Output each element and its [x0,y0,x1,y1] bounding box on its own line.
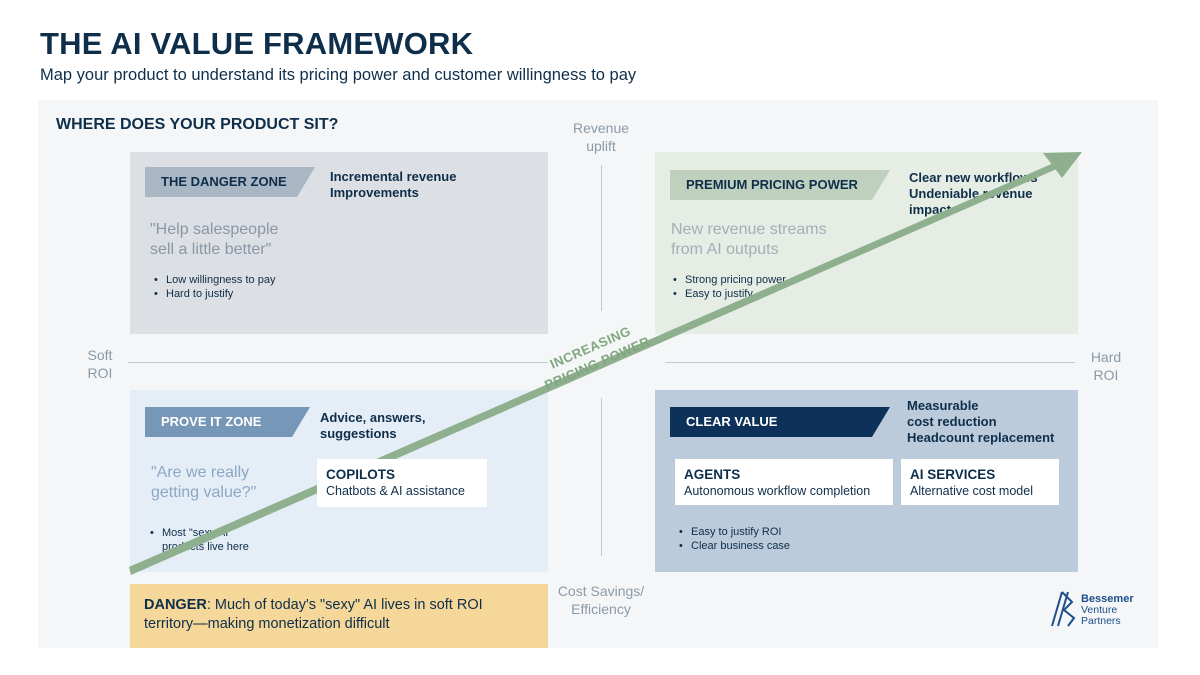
horizontal-axis-left [128,362,548,363]
card-title: COPILOTS [326,467,396,482]
description-line: suggestions [320,426,397,441]
page-subtitle: Map your product to understand its prici… [40,66,637,84]
card-title: AI SERVICES [910,467,996,482]
description-line: Improvements [330,185,419,200]
premium-pricing-description: Clear new workflows Undeniable revenue i… [909,170,1038,218]
quote-line: sell a little better" [150,241,272,258]
bessemer-logo-text: Bessemer Venture Partners [1081,594,1134,627]
description-line: Measurable [907,398,979,413]
danger-zone-bullets: Low willingness to pay Hard to justify [154,273,275,301]
axis-label-line: Hard [1090,349,1122,365]
vertical-axis-bottom [601,398,602,556]
axis-label-line: Revenue [572,120,630,136]
axis-label-line: Efficiency [571,601,631,617]
vertical-axis-top [601,165,602,311]
axis-label-soft-roi: Soft ROI [80,346,120,382]
danger-zone-quote: "Help salespeople sell a little better" [150,220,278,260]
card-copilots: COPILOTS Chatbots & AI assistance [317,459,487,507]
card-subtitle: Alternative cost model [910,484,1033,498]
description-line: Headcount replacement [907,430,1055,445]
premium-pricing-quote: New revenue streams from AI outputs [671,220,827,260]
prove-it-description: Advice, answers, suggestions [320,410,426,442]
tag-premium-pricing-power: PREMIUM PRICING POWER [670,170,890,200]
bullet-item: Clear business case [679,539,790,553]
arrow-head [1043,152,1082,178]
panel-heading: WHERE DOES YOUR PRODUCT SIT? [56,116,339,133]
bullet-item: Easy to justify [673,287,786,301]
prove-it-quote: "Are we really getting value?" [151,463,256,503]
danger-note: DANGER: Much of today's "sexy" AI lives … [130,584,548,648]
bullet-item: Low willingness to pay [154,273,275,287]
logo-line: Bessemer [1081,593,1134,605]
page-title: THE AI VALUE FRAMEWORK [40,26,474,61]
tag-prove-it-zone: PROVE IT ZONE [145,407,310,437]
logo-line: Partners [1081,615,1121,627]
bessemer-logo-icon [1051,591,1076,627]
axis-label-cost-savings: Cost Savings/ Efficiency [541,582,661,618]
tag-danger-zone: THE DANGER ZONE [145,167,315,197]
card-subtitle: Chatbots & AI assistance [326,484,465,498]
quote-line: "Help salespeople [150,221,279,238]
description-line: Advice, answers, [320,410,426,425]
card-ai-services: AI SERVICES Alternative cost model [901,459,1059,505]
horizontal-axis-right [665,362,1075,363]
clear-value-description: Measurable cost reduction Headcount repl… [907,398,1054,446]
bullet-item: Easy to justify ROI [679,525,790,539]
card-agents: AGENTS Autonomous workflow completion [675,459,893,505]
bullet-item: Hard to justify [154,287,275,301]
axis-label-hard-roi: Hard ROI [1084,348,1128,384]
quote-line: New revenue streams [671,221,827,238]
axis-label-line: ROI [87,365,113,381]
card-subtitle: Autonomous workflow completion [684,484,871,498]
description-line: cost reduction [907,414,997,429]
danger-note-text: : Much of today's "sexy" AI lives in sof… [144,597,483,632]
description-line: Clear new workflows [909,170,1038,185]
description-line: Incremental revenue [330,169,457,184]
danger-note-lead: DANGER [144,597,207,613]
danger-zone-description: Incremental revenue Improvements [330,169,456,201]
quote-line: getting value?" [151,484,257,501]
quote-line: from AI outputs [671,241,779,258]
tag-clear-value: CLEAR VALUE [670,407,890,437]
clear-value-bullets: Easy to justify ROI Clear business case [679,525,790,553]
bullet-item: Strong pricing power [673,273,786,287]
axis-label-line: ROI [1093,367,1119,383]
logo-line: Venture [1081,604,1118,616]
quote-line: "Are we really [151,464,250,481]
card-title: AGENTS [684,467,741,482]
axis-label-revenue-uplift: Revenue uplift [551,119,651,155]
premium-pricing-bullets: Strong pricing power Easy to justify [673,273,786,301]
axis-label-line: Soft [87,347,113,363]
axis-label-line: Cost Savings/ [557,583,645,599]
axis-label-line: uplift [586,138,616,154]
